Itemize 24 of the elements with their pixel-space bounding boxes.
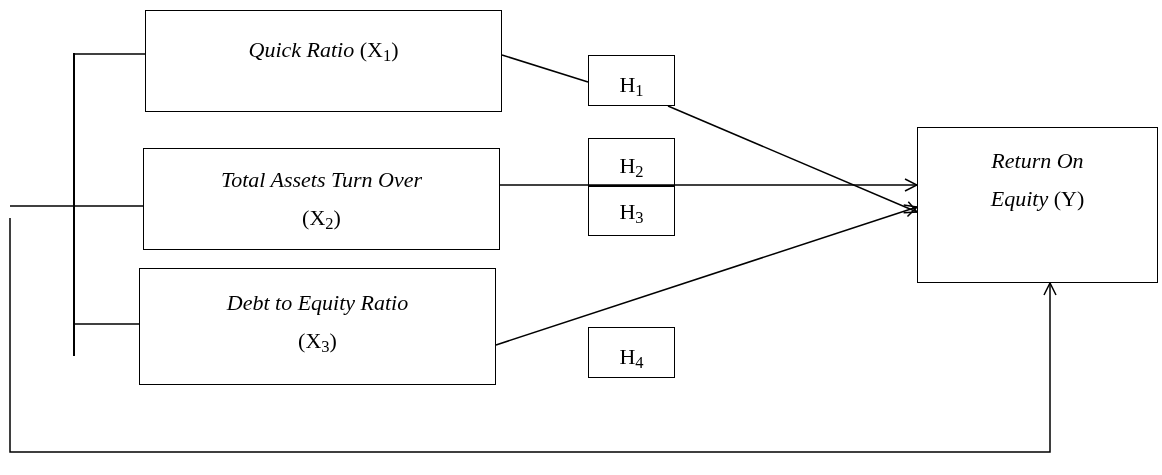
connector-line xyxy=(74,323,140,325)
box-label: H$_{1}$ xyxy=(619,71,644,103)
box-label: H$_{2}$ xyxy=(619,152,644,184)
box-label: Debt to Equity Ratio (X$_{3}$) xyxy=(225,289,410,359)
connector-line xyxy=(74,53,146,55)
box-label: Quick Ratio (X$_{1}$) xyxy=(248,36,399,68)
box-label: H$_{3}$ xyxy=(619,198,644,230)
box-label: H$_{4}$ xyxy=(619,343,644,375)
variable-box xyxy=(145,10,502,112)
hypothesis-box xyxy=(588,327,675,378)
box-label: Return On Equity (Y) xyxy=(989,147,1086,213)
hypothesis-box xyxy=(588,138,675,186)
arrow xyxy=(667,105,918,214)
connector-line xyxy=(501,54,589,83)
box-label: Total Assets Turn Over (X$_{2}$) xyxy=(219,166,424,236)
hypothesis-box xyxy=(588,55,675,106)
connector-line xyxy=(74,205,144,207)
arrow xyxy=(499,178,918,192)
variable-box xyxy=(143,148,500,250)
variable-box xyxy=(139,268,496,385)
arrow xyxy=(9,217,1057,453)
arrow xyxy=(495,204,918,346)
hypothesis-box xyxy=(588,186,675,236)
variable-box xyxy=(917,127,1158,283)
